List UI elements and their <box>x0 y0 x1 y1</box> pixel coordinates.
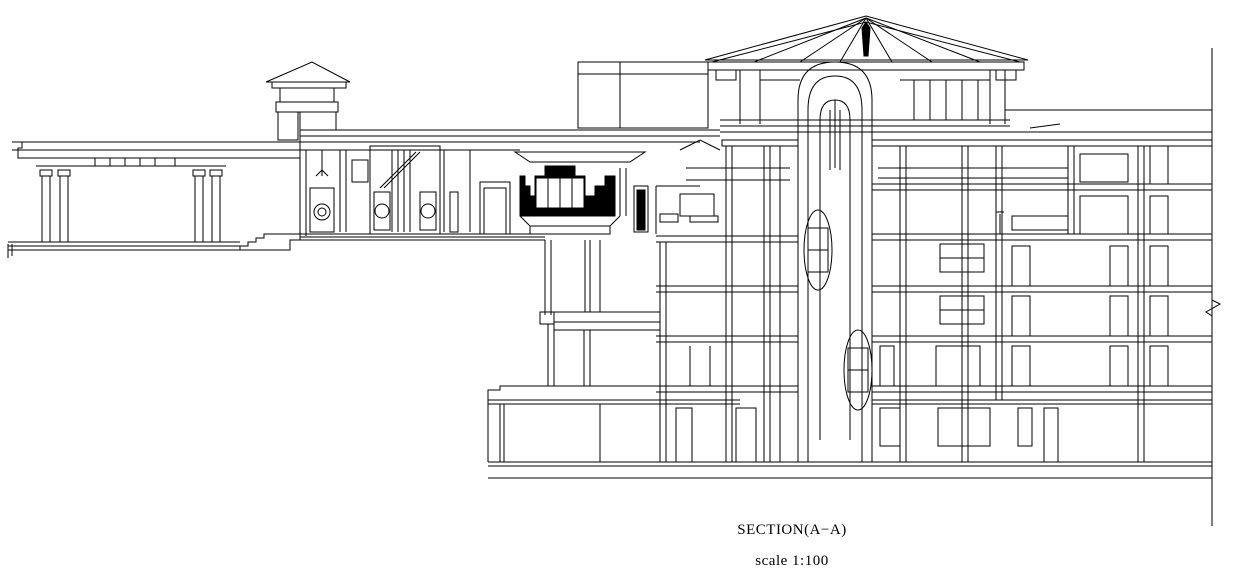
drawing-title: SECTION(A−A) <box>737 522 847 538</box>
middle-block <box>300 62 720 240</box>
right-wing <box>872 48 1220 526</box>
central-dome <box>705 16 1028 462</box>
drawing-scale: scale 1:100 <box>755 553 829 569</box>
left-cupola <box>266 62 350 140</box>
atrium-centerpiece <box>515 140 720 234</box>
left-tower-wing <box>656 140 798 462</box>
ground-line <box>488 462 1212 478</box>
left-pavilion <box>8 142 545 258</box>
lower-podium <box>488 240 740 462</box>
